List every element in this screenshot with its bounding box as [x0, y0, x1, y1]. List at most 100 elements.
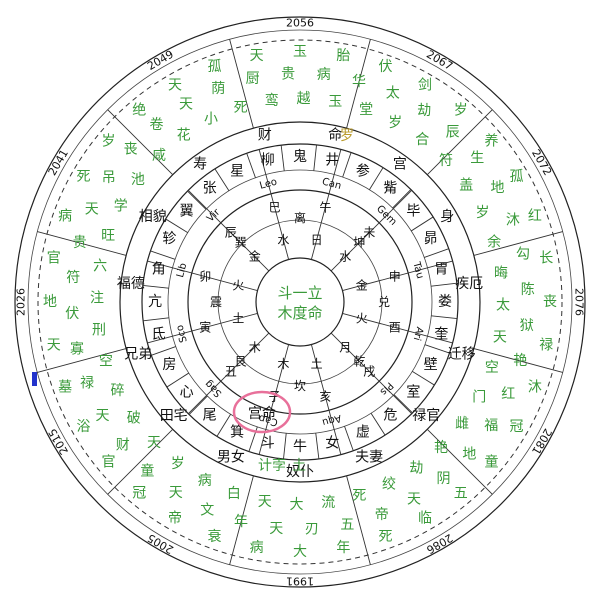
palace-label: 田宅: [160, 408, 188, 424]
lunar-mansion: 角: [152, 262, 166, 278]
earthly-branch: 巳: [269, 200, 281, 214]
middle-star: 余: [487, 234, 501, 251]
lunar-mansion: 轸: [162, 231, 176, 247]
green-star: 厨: [246, 71, 260, 87]
middle-star: 天: [493, 329, 507, 345]
outer-star: 岁: [454, 103, 468, 119]
middle-star: 鸾: [265, 92, 279, 109]
lunar-mansions: 鬼井参觜毕昴胃娄奎壁室危虚女牛斗箕尾心房氐亢角轸翼张星柳: [148, 149, 452, 455]
zodiac-sign: Can: [321, 176, 343, 192]
lunar-mansion: 星: [230, 163, 244, 179]
highlight-text: 宫命: [248, 405, 276, 422]
green-star: 狱: [520, 318, 534, 334]
middle-star: 咸: [152, 148, 166, 164]
green-star: 天: [85, 201, 99, 217]
palace-label: 疾厄: [455, 276, 483, 292]
middle-star: 死: [234, 100, 248, 116]
green-star: 天: [179, 97, 193, 113]
green-star: 太: [386, 86, 400, 102]
middle-stars: 鸾越玉堂岁合符盖岁余晦太天空门雌艳劫绞死流大天白病岁天破碎空刑注六旺学池咸花小死: [90, 91, 510, 513]
center-ring: [255, 257, 345, 347]
outer-star: 五: [454, 486, 468, 502]
outer-star: 丧: [543, 294, 557, 310]
middle-star: 池: [131, 172, 145, 188]
middle-star: 空: [99, 353, 113, 369]
palace-label: 身: [440, 209, 454, 225]
inner-spoke: [147, 312, 258, 344]
mansion-spoke: [392, 189, 412, 209]
earthly-branch: 戌: [363, 364, 375, 378]
green-star: 辰: [446, 125, 460, 141]
highlight-star: 罗: [340, 128, 354, 144]
lunar-mansion: 娄: [438, 294, 452, 310]
palace-ring: [141, 143, 459, 461]
inner-label: 金: [356, 277, 368, 292]
middle-star: 死: [352, 488, 366, 504]
stars-ring: [119, 121, 481, 483]
mansion-spoke: [431, 282, 457, 287]
inner-spoke: [310, 149, 342, 260]
green-star: 童: [140, 462, 154, 479]
outer-star: 岁: [102, 133, 116, 149]
earthly-branch: 辰: [225, 226, 237, 240]
lunar-mansion: 觜: [383, 181, 397, 197]
earthly-branch: 亥: [319, 390, 331, 404]
outer-star: 浴: [77, 419, 91, 435]
zodiac-sign: Cap: [258, 412, 280, 428]
trigram: 巽: [235, 236, 247, 250]
year-label: 2076: [573, 288, 586, 316]
middle-star: 白: [227, 486, 241, 502]
year-label: 2081: [529, 426, 554, 457]
center-line1: 斗一立: [277, 284, 322, 302]
green-star: 华: [352, 74, 366, 90]
mansion-spoke: [410, 216, 434, 232]
green-star: 劫: [417, 103, 431, 119]
green-star: 文: [200, 502, 214, 518]
middle-star: 小: [204, 112, 218, 128]
middle-star: 病: [198, 473, 212, 489]
outer-star: 天: [47, 337, 61, 353]
outer-spoke: [107, 428, 174, 495]
branch-ring: [217, 219, 383, 385]
green-star: 帝: [375, 507, 389, 523]
outer-spoke: [426, 428, 493, 495]
middle-star: 天: [258, 494, 272, 510]
outer-star: 年: [336, 540, 350, 556]
outer-star: 胎: [336, 48, 350, 64]
inner-label: 火: [232, 278, 244, 292]
green-star: 寡: [70, 340, 84, 357]
middle-star: 六: [93, 259, 107, 275]
inner-spoke: [310, 344, 342, 455]
outer-star: 孤: [208, 59, 222, 75]
inner-spoke: [147, 260, 258, 292]
outer-star: 病: [250, 540, 264, 556]
lunar-mansion: 箕: [230, 424, 244, 441]
inner-label: 水: [277, 233, 289, 247]
green-star: 天: [269, 521, 283, 537]
palace-label: 奴仆: [286, 463, 314, 480]
middle-star: 玉: [328, 94, 342, 110]
mansion-spoke: [412, 371, 435, 386]
year-label: 2005: [145, 531, 176, 556]
earthly-branch: 未: [363, 226, 375, 240]
lunar-mansion: 房: [162, 357, 176, 373]
mansion-spoke: [370, 412, 386, 436]
lunar-mansion: 虚: [356, 425, 370, 441]
outer-star: 玉: [293, 44, 307, 60]
green-star: 红: [501, 387, 515, 403]
lunar-mansion: 心: [180, 384, 194, 400]
green-star: 禄: [80, 376, 94, 392]
mansion-spoke: [342, 152, 352, 178]
inner-spoke: [187, 332, 270, 415]
green-star: 卷: [150, 117, 164, 133]
bottom-label-left: 计孛: [258, 458, 286, 474]
green-star: 阴: [437, 471, 451, 487]
green-star: 福: [484, 418, 498, 434]
middle-star: 空: [485, 360, 499, 376]
dashed-ring: [37, 39, 563, 565]
lunar-mansion: 参: [356, 162, 370, 179]
earthly-branch: 寅: [199, 319, 211, 334]
inner-label: 金: [249, 249, 261, 264]
middle-star: 艳: [434, 440, 448, 456]
outer-star: 红: [528, 209, 542, 225]
